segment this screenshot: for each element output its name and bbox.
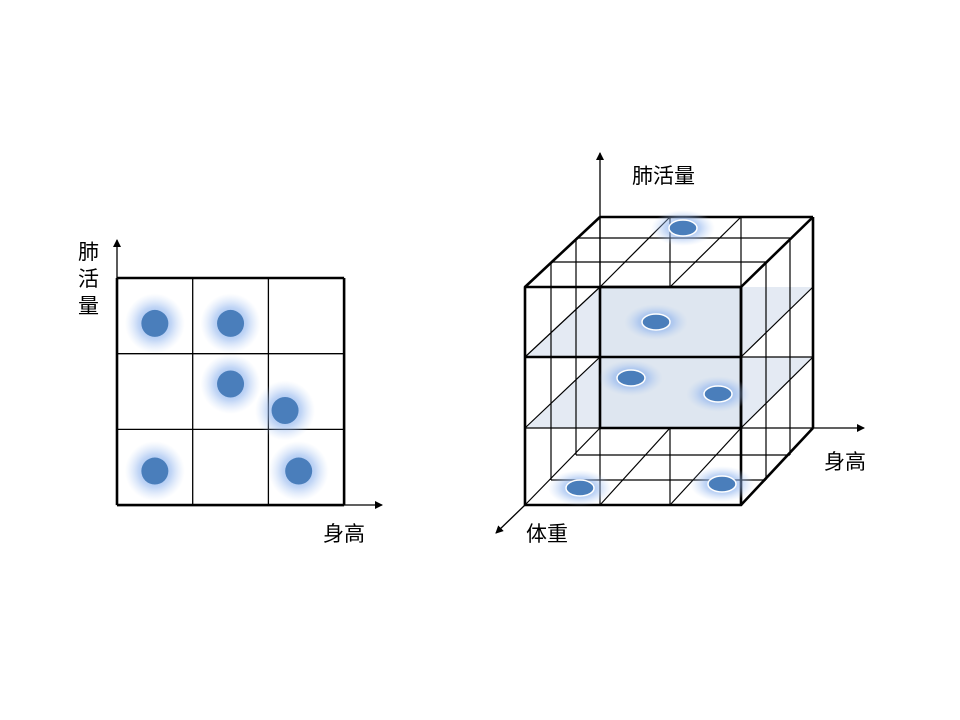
grid-2d-point bbox=[200, 353, 261, 414]
grid-3d-points bbox=[548, 210, 754, 506]
grid-3d-point bbox=[624, 304, 688, 340]
grid-2d: 肺 活 量 身高 bbox=[78, 239, 383, 546]
grid-3d-z-label: 肺活量 bbox=[632, 164, 695, 188]
grid-3d-point bbox=[548, 470, 612, 506]
grid-2d-point bbox=[200, 293, 261, 354]
grid-3d: 肺活量 身高 体重 bbox=[495, 152, 866, 546]
grid-2d-x-label: 身高 bbox=[323, 522, 365, 546]
grid-3d-point bbox=[599, 360, 663, 396]
grid-2d-point bbox=[124, 441, 185, 502]
grid-2d-points bbox=[124, 293, 329, 502]
grid-2d-y-label-char-1: 肺 bbox=[78, 240, 99, 264]
grid-2d-point bbox=[268, 441, 329, 502]
grid-3d-point bbox=[651, 210, 715, 246]
grid-3d-point bbox=[686, 376, 750, 412]
grid-3d-x-label: 身高 bbox=[824, 450, 866, 474]
grid-2d-point bbox=[124, 293, 185, 354]
grid-2d-y-label-char-3: 量 bbox=[78, 294, 99, 318]
grid-3d-depth-label: 体重 bbox=[526, 522, 568, 546]
grid-2d-point bbox=[255, 380, 316, 441]
grid-3d-depth-axis-arrow bbox=[495, 504, 526, 534]
grid-2d-y-label-char-2: 活 bbox=[78, 267, 99, 291]
grid-3d-point bbox=[690, 466, 754, 502]
